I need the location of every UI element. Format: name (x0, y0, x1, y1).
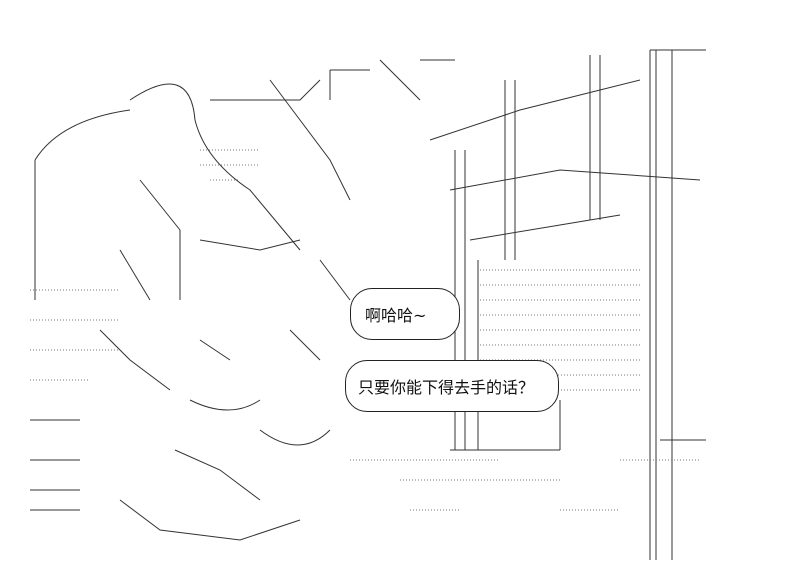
speech-bubble-laugh: 啊哈哈~ (350, 288, 460, 340)
bubble-text: 只要你能下得去手的话？ (358, 378, 535, 397)
bubble-text: 啊哈哈~ (365, 306, 427, 325)
speech-bubble-question: 只要你能下得去手的话？ (345, 360, 559, 412)
